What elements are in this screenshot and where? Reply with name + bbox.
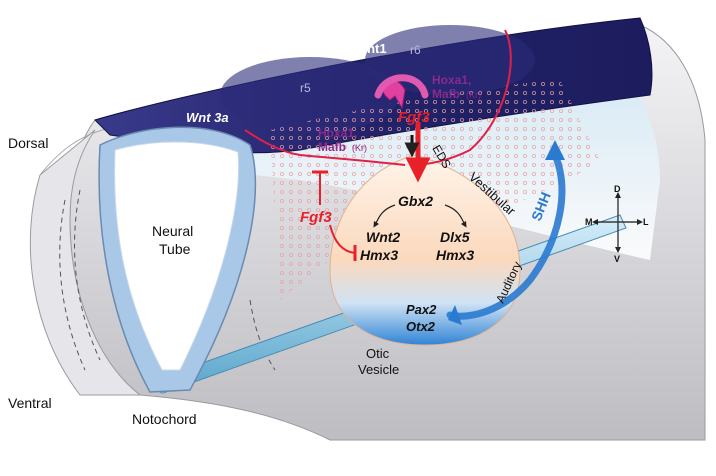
shh-arrow-head bbox=[545, 140, 565, 160]
shh-arrow bbox=[446, 151, 566, 320]
gene-kr-right: (Kr) bbox=[466, 90, 481, 100]
tube-rim bbox=[39, 127, 111, 176]
hmx3-inhibit-line bbox=[329, 224, 356, 254]
gene-hmx3-right: Hmx3 bbox=[436, 247, 474, 263]
neural-tube-lumen bbox=[114, 141, 240, 371]
gene-mafb-right: Mafb bbox=[432, 87, 460, 101]
gene-hoxa1-right: Hoxa1, bbox=[432, 73, 471, 87]
label-otic: Otic bbox=[366, 346, 390, 361]
label-notochord: Notochord bbox=[132, 411, 197, 427]
hox-arrow-body bbox=[374, 74, 429, 99]
gene-wnt3a-wnt1: Wnt 3a, Wnt1 bbox=[305, 41, 387, 56]
label-dorsal: Dorsal bbox=[8, 135, 48, 151]
wall-dashes bbox=[74, 189, 101, 361]
wnt1-arrow bbox=[409, 29, 512, 166]
wall-dashes bbox=[59, 199, 86, 371]
gene-gbx2: Gbx2 bbox=[398, 193, 433, 209]
wnt3a-arrow bbox=[244, 129, 406, 166]
label-neural-tube-1: Neural bbox=[152, 223, 193, 239]
gene-pax2: Pax2 bbox=[406, 302, 437, 317]
gene-hmx3-left: Hmx3 bbox=[360, 247, 398, 263]
label-ventral: Ventral bbox=[8, 395, 52, 411]
gbx2-left-arrow bbox=[373, 204, 396, 228]
gene-hoxa1-left: Hoxa1, bbox=[318, 126, 357, 140]
otic-vesicle bbox=[329, 154, 521, 346]
compass-d: D bbox=[614, 184, 621, 194]
gene-dlx5: Dlx5 bbox=[440, 229, 470, 245]
gene-wnt1: Wnt1 bbox=[465, 8, 497, 23]
compass-l: L bbox=[643, 217, 649, 227]
compass-v: V bbox=[614, 254, 620, 264]
compass-m: M bbox=[585, 217, 593, 227]
tube-outer-wall bbox=[29, 129, 142, 396]
axis-compass bbox=[592, 192, 643, 253]
label-r5: r5 bbox=[300, 81, 311, 95]
wall-dashes bbox=[249, 299, 276, 371]
gene-kr-left: (Kr) bbox=[352, 143, 367, 153]
gbx2-right-arrow bbox=[444, 204, 467, 228]
gene-mafb-left: Mafb bbox=[318, 140, 346, 154]
gene-wnt2: Wnt2 bbox=[366, 229, 400, 245]
gene-otx2: Otx2 bbox=[406, 319, 436, 334]
shh-arrow-tail bbox=[448, 305, 462, 325]
gene-fgf3-top: Fgf3 bbox=[398, 109, 430, 126]
label-neural-tube-2: Tube bbox=[159, 241, 191, 257]
gene-fgf3-left: Fgf3 bbox=[300, 209, 332, 226]
label-r6: r6 bbox=[410, 43, 421, 57]
gene-wnt3a-left: Wnt 3a bbox=[186, 110, 229, 125]
label-vesicle: Vesicle bbox=[358, 362, 399, 377]
